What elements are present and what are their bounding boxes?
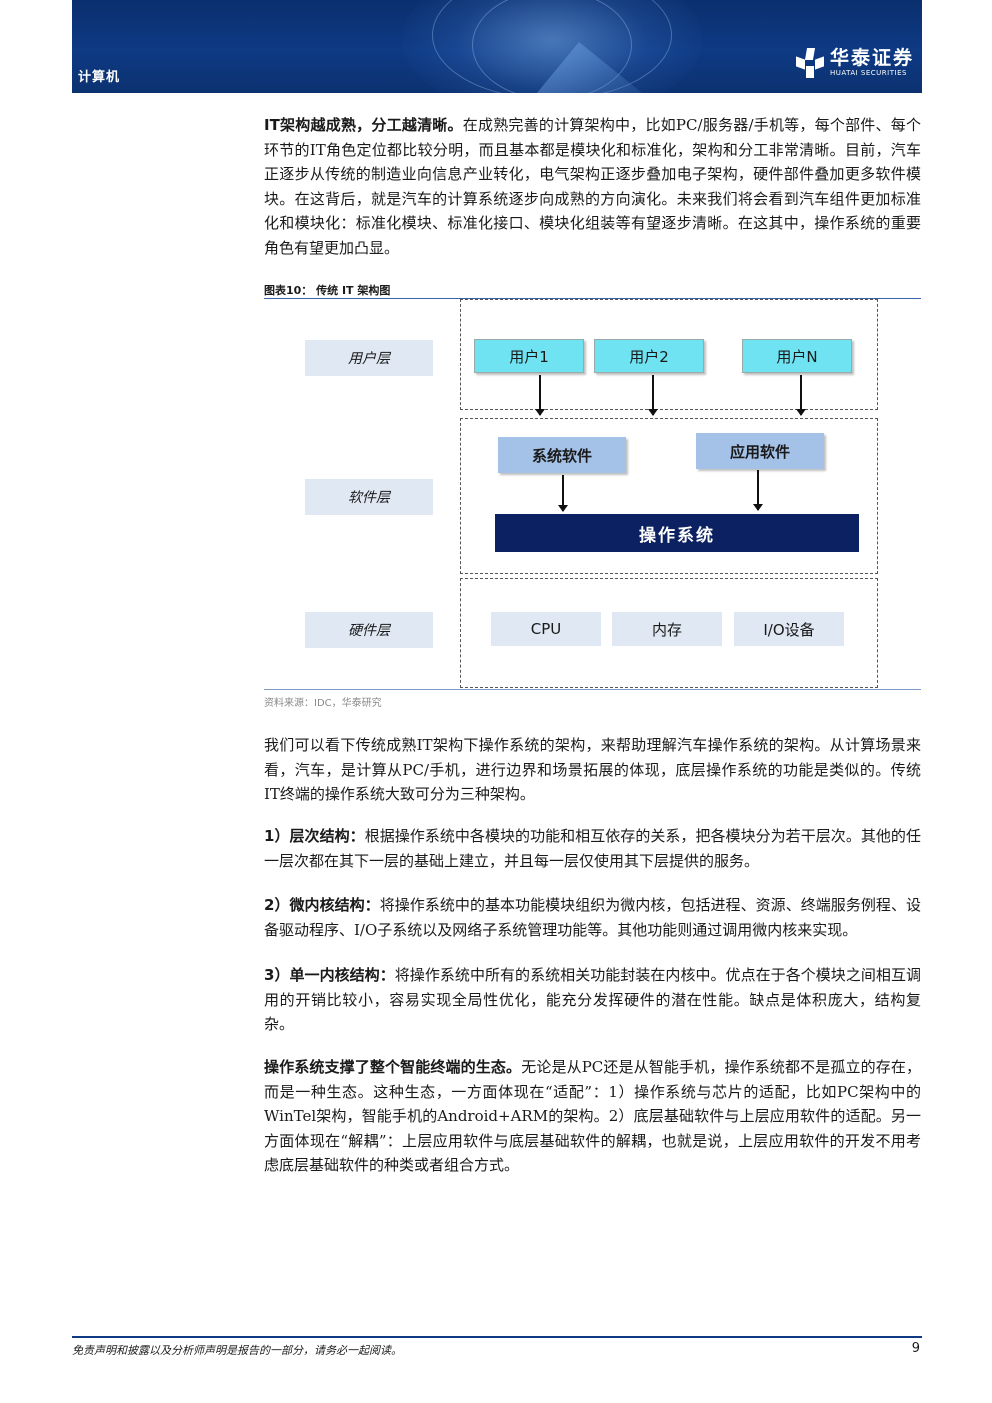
figure-source: 资料来源：IDC，华泰研究 (264, 698, 382, 709)
user-box: 用户N (742, 339, 852, 373)
logo-text-en: HUATAI SECURITIES (829, 69, 907, 77)
arrow-down (753, 470, 763, 511)
logo: 华泰证券 HUATAI SECURITIES (795, 47, 914, 78)
logo-text-cn: 华泰证券 (829, 47, 914, 69)
hardware-layer-frame (460, 578, 878, 688)
user-box: 用户1 (474, 339, 584, 373)
arrow-down (796, 375, 806, 416)
arrow-down (648, 375, 658, 416)
paragraph-os-architecture-intro: 我们可以看下传统成熟IT架构下操作系统的架构，来帮助理解汽车操作系统的架构。从计… (264, 733, 921, 807)
paragraph-it-architecture: IT架构越成熟，分工越清晰。在成熟完善的计算架构中，比如PC/服务器/手机等，每… (264, 113, 921, 260)
arrow-down (558, 475, 568, 512)
system-software-box: 系统软件 (498, 437, 626, 473)
banner-globe-line (472, 0, 632, 93)
hardware-box: I/O设备 (734, 612, 844, 646)
layer-label-hardware: 硬件层 (305, 612, 433, 648)
figure-bottom-rule (264, 689, 921, 690)
user-layer-frame (460, 299, 878, 410)
app-software-box: 应用软件 (696, 433, 824, 469)
logo-icon (795, 48, 824, 78)
section-name: 计算机 (78, 70, 121, 85)
arrow-down (535, 375, 545, 416)
os-box: 操作系统 (495, 514, 859, 552)
figure-top-rule (264, 298, 921, 299)
paragraph-body: 根据操作系统中各模块的功能和相互依存的关系，把各模块分为若干层次。其他的任一层次… (264, 827, 921, 870)
user-box: 用户2 (594, 339, 704, 373)
layer-label-software: 软件层 (305, 479, 433, 515)
header-banner: 计算机 华泰证券 HUATAI SECURITIES (72, 0, 922, 93)
paragraph-body: 我们可以看下传统成熟IT架构下操作系统的架构，来帮助理解汽车操作系统的架构。从计… (264, 736, 921, 803)
paragraph-layered-structure: 1）层次结构：根据操作系统中各模块的功能和相互依存的关系，把各模块分为若干层次。… (264, 824, 921, 873)
paragraph-body: 在成熟完善的计算架构中，比如PC/服务器/手机等，每个部件、每个环节的IT角色定… (264, 116, 921, 257)
paragraph-body: 将操作系统中的基本功能模块组织为微内核，包括进程、资源、终端服务例程、设备驱动程… (264, 896, 921, 939)
paragraph-lead: 2）微内核结构： (264, 896, 380, 914)
paragraph-body: 将操作系统中所有的系统相关功能封装在内核中。优点在于各个模块之间相互调用的开销比… (264, 966, 921, 1033)
paragraph-lead: 1）层次结构： (264, 827, 365, 845)
hardware-box: CPU (491, 612, 601, 646)
paragraph-body: 无论是从PC还是从智能手机，操作系统都不是孤立的存在，而是一种生态。这种生态，一… (264, 1058, 921, 1174)
figure-title: 图表10： 传统 IT 架构图 (264, 284, 391, 297)
paragraph-lead: IT架构越成熟，分工越清晰。 (264, 116, 463, 134)
paragraph-os-ecosystem: 操作系统支撑了整个智能终端的生态。无论是从PC还是从智能手机，操作系统都不是孤立… (264, 1055, 921, 1178)
paragraph-monolithic-kernel: 3）单一内核结构：将操作系统中所有的系统相关功能封装在内核中。优点在于各个模块之… (264, 963, 921, 1037)
paragraph-microkernel: 2）微内核结构：将操作系统中的基本功能模块组织为微内核，包括进程、资源、终端服务… (264, 893, 921, 942)
page-number: 9 (911, 1341, 920, 1356)
hardware-box: 内存 (612, 612, 722, 646)
footer-rule (72, 1336, 922, 1338)
footer-disclaimer: 免责声明和披露以及分析师声明是报告的一部分，请务必一起阅读。 (72, 1344, 402, 1357)
paragraph-lead: 操作系统支撑了整个智能终端的生态。 (264, 1058, 522, 1076)
software-layer-frame (460, 418, 878, 574)
layer-label-user: 用户层 (305, 340, 433, 376)
paragraph-lead: 3）单一内核结构： (264, 966, 395, 984)
